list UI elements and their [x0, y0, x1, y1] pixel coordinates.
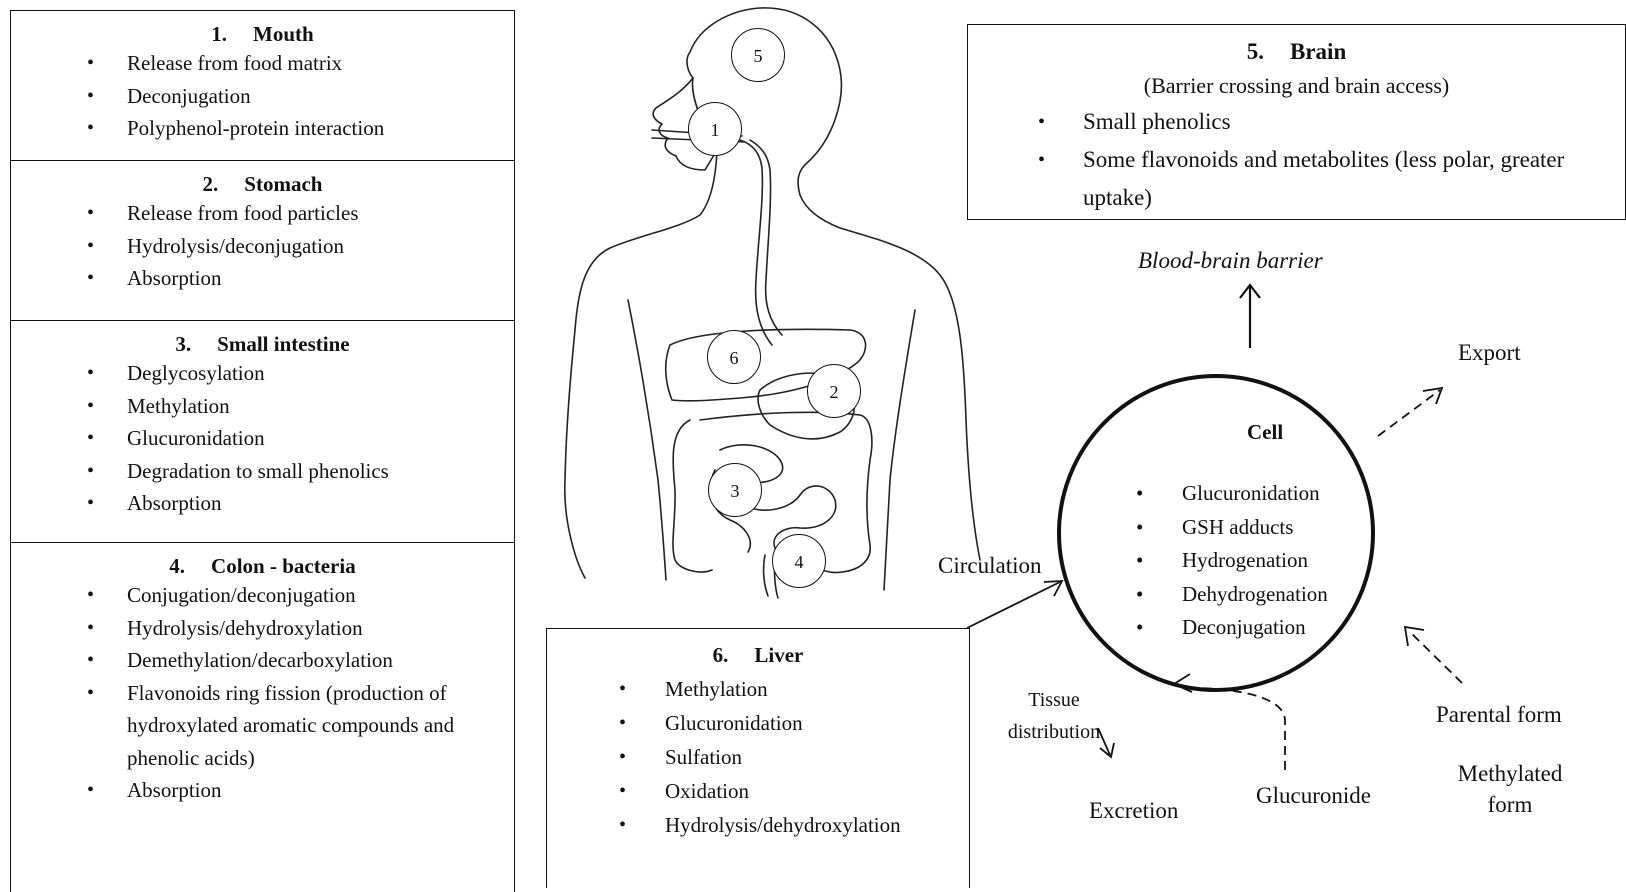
list-item: Hydrogenation [1130, 544, 1328, 578]
marker-stomach: 2 [807, 364, 861, 418]
list-item: Methylation [547, 672, 969, 706]
brain-box: 5.Brain (Barrier crossing and brain acce… [967, 24, 1626, 220]
bbb-arrow [1240, 285, 1260, 348]
liver-heading: 6.Liver [547, 643, 969, 668]
list-item: Sulfation [547, 740, 969, 774]
tissue-distribution-label: Tissue distribution [994, 684, 1114, 748]
methylated-line1: Methylated [1446, 758, 1574, 789]
tissue-label-line2: distribution [994, 716, 1114, 748]
list-item: Dehydrogenation [1130, 578, 1328, 612]
methylated-form-label: Methylated form [1446, 758, 1574, 820]
marker-liver: 6 [707, 330, 761, 384]
glucuronide-arrow [1175, 684, 1285, 770]
list-item: Glucuronidation [1130, 477, 1328, 511]
list-item: GSH adducts [1130, 511, 1328, 545]
bbb-label: Blood-brain barrier [1138, 248, 1323, 274]
brain-list: Small phenolics Some flavonoids and meta… [968, 103, 1568, 217]
marker-brain: 5 [731, 28, 785, 82]
body-outline [565, 8, 980, 598]
liver-list: Methylation Glucuronidation Sulfation Ox… [547, 672, 969, 842]
liver-box: 6.Liver Methylation Glucuronidation Sulf… [546, 628, 970, 888]
circulation-arrow [967, 581, 1062, 628]
excretion-label: Excretion [1089, 798, 1178, 824]
list-item: Glucuronidation [547, 706, 969, 740]
cell-list: Glucuronidation GSH adducts Hydrogenatio… [1130, 477, 1328, 645]
list-item: Oxidation [547, 774, 969, 808]
cell-title: Cell [1247, 420, 1283, 445]
list-item: Small phenolics [968, 103, 1568, 141]
tissue-label-line1: Tissue [994, 684, 1114, 716]
brain-heading: 5.Brain [968, 39, 1625, 65]
list-item: Hydrolysis/dehydroxylation [547, 808, 969, 842]
marker-mouth: 1 [688, 102, 742, 156]
list-item: Deconjugation [1130, 611, 1328, 645]
list-item: Some flavonoids and metabolites (less po… [968, 141, 1568, 217]
export-arrow [1378, 390, 1440, 436]
circulation-label: Circulation [938, 553, 1041, 579]
marker-small-intestine: 3 [708, 463, 762, 517]
parental-arrow [1410, 632, 1462, 683]
glucuronide-label: Glucuronide [1256, 783, 1371, 809]
marker-colon: 4 [772, 534, 826, 588]
methylated-line2: form [1446, 789, 1574, 820]
brain-subtitle: (Barrier crossing and brain access) [968, 73, 1625, 99]
parental-form-label: Parental form [1436, 702, 1562, 728]
export-label: Export [1458, 340, 1521, 366]
